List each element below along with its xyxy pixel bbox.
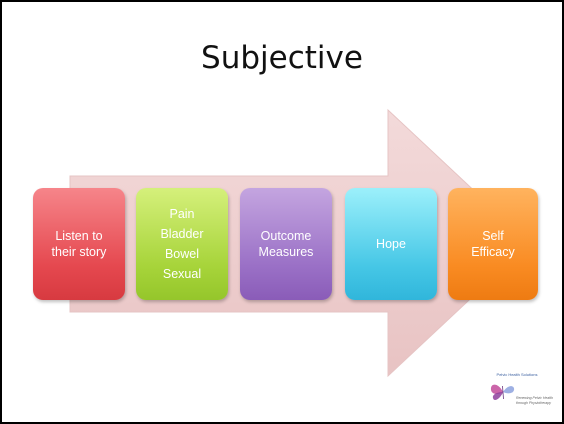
- step-line: Listen to: [55, 229, 103, 243]
- logo-name: Pelvic Health Solutions: [496, 372, 538, 377]
- step-line: Sexual: [162, 267, 202, 281]
- logo-tagline-line: through Physiotherapy: [516, 400, 552, 405]
- step-line: Hope: [376, 237, 406, 251]
- logo-tagline: Renewing Pelvic Health through Physiothe…: [516, 396, 554, 405]
- step-line: Self: [482, 229, 504, 243]
- butterfly-icon: [490, 384, 515, 401]
- step-line: their story: [51, 245, 107, 259]
- step-line: Measures: [258, 245, 314, 259]
- step-line: Pain: [169, 207, 195, 221]
- step-line: Bladder: [160, 227, 204, 241]
- step-outcome-measures: Outcome Measures: [240, 188, 332, 300]
- step-symptoms: Pain Bladder Bowel Sexual: [136, 188, 228, 300]
- slide-title: Subjective: [201, 40, 363, 76]
- step-self-efficacy: Self Efficacy: [448, 188, 538, 300]
- step-line: Outcome: [260, 229, 312, 243]
- company-logo: Pelvic Health Solutions Renewing Pelvic …: [480, 372, 554, 416]
- logo-tagline-line: Renewing Pelvic Health: [516, 396, 553, 400]
- step-hope: Hope: [345, 188, 437, 300]
- step-line: Bowel: [164, 247, 200, 261]
- step-line: Efficacy: [471, 245, 515, 259]
- step-listen: Listen to their story: [33, 188, 125, 300]
